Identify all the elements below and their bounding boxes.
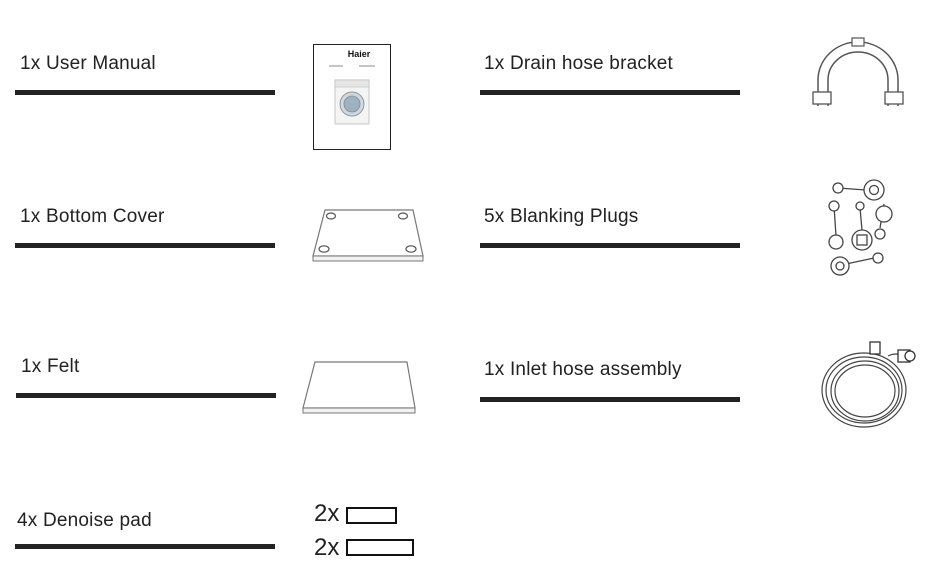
item-label-drain-hose-bracket: 1x Drain hose bracket <box>484 53 674 74</box>
drain-hose-bracket-illustration <box>808 36 908 116</box>
denoise-pad-small-illustration <box>346 507 397 524</box>
denoise-pad-qty: 2x <box>314 534 340 561</box>
label-underline <box>15 243 275 248</box>
denoise-pad-qty: 2x <box>314 500 340 527</box>
item-label-bottom-cover: 1x Bottom Cover <box>20 206 165 227</box>
item-label-denoise-pad: 4x Denoise pad <box>17 510 152 531</box>
item-label-felt: 1x Felt <box>21 356 80 377</box>
label-underline <box>480 397 740 402</box>
item-label-inlet-hose-assembly: 1x Inlet hose assembly <box>484 359 682 380</box>
denoise-pad-large-illustration <box>346 539 414 556</box>
felt-illustration <box>301 358 417 416</box>
label-underline <box>16 393 276 398</box>
inlet-hose-illustration <box>818 334 918 432</box>
manual-brand-logo: Haier <box>348 49 371 59</box>
label-underline <box>15 544 275 549</box>
label-underline <box>480 90 740 95</box>
blanking-plugs-illustration <box>822 174 897 282</box>
label-underline <box>15 90 275 95</box>
user-manual-illustration: Haier <box>313 44 391 150</box>
item-label-user-manual: 1x User Manual <box>20 53 156 74</box>
bottom-cover-illustration <box>311 206 425 264</box>
label-underline <box>480 243 740 248</box>
item-label-blanking-plugs: 5x Blanking Plugs <box>484 206 639 227</box>
